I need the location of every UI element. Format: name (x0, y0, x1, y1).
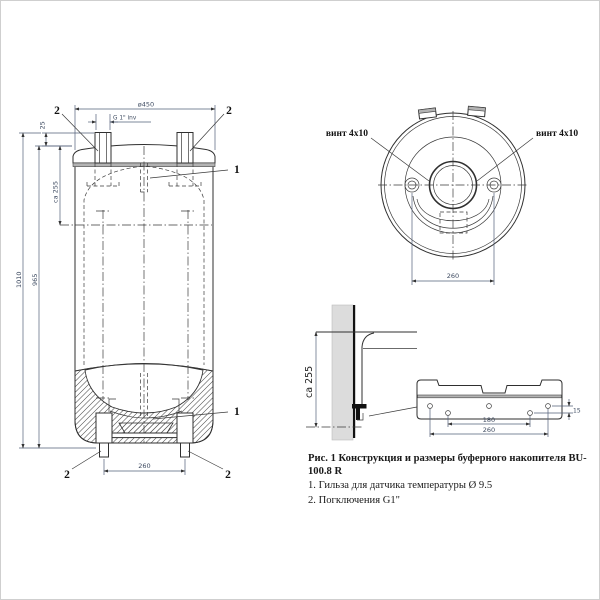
dim-hole-spacing-inner: 180 (447, 416, 531, 427)
front-view: ø450 G 1" inv 25 ca 255 1010 (15, 101, 240, 482)
screw-label-right: винт 4x10 (536, 129, 578, 139)
bracket-hole (486, 403, 492, 409)
dim-hole-row-offset-label: 15 (573, 408, 581, 415)
dim-thread-label: G 1" inv (113, 116, 137, 122)
caption-item-2: 2. Погключения G1" (308, 495, 400, 507)
callout-2-top-left: 2 (54, 105, 60, 117)
pipe-centerline-right (181, 210, 195, 400)
callout-2-top-right: 2 (226, 105, 232, 117)
callout-1-bottom: 1 (234, 406, 240, 418)
dim-screw-spacing-label: 260 (447, 272, 459, 280)
bottom-connection-left (95, 398, 116, 458)
dim-offset-top: 25 (39, 121, 94, 147)
dim-hole-spacing-outer: 260 (429, 409, 549, 437)
crosshair-centerlines (378, 111, 528, 262)
dim-diameter-label: ø450 (138, 101, 154, 109)
dashed-square-port (439, 211, 468, 234)
dim-mount-height: ca 255 (304, 331, 318, 428)
mounting-tab-right (467, 105, 486, 118)
dim-bottom-spacing-label: 260 (138, 462, 150, 470)
inner-vessel-dashed (83, 165, 205, 365)
bracket-hole (545, 403, 551, 409)
dim-bottom-spacing: 260 (103, 459, 186, 475)
dim-hole-spacing-outer-label: 260 (483, 426, 495, 434)
dim-sensor-depth: ca 255 (52, 145, 62, 226)
dim-hole-spacing-inner-label: 180 (483, 416, 495, 424)
figure-caption: Рис. 1 Конструкция и размеры буферного н… (308, 452, 594, 508)
side-mount-view: ca 255 15 180 (304, 304, 581, 441)
wall-bar (331, 304, 354, 441)
bracket-leader (368, 406, 418, 417)
dim-mount-height-label: ca 255 (304, 366, 315, 398)
caption-title: Рис. 1 Конструкция и размеры буферного н… (308, 453, 587, 478)
tank-corner-profile (361, 332, 375, 404)
bracket-hole (445, 410, 451, 416)
top-view: винт 4x10 винт 4x10 260 (326, 105, 578, 285)
dim-height-total-label: 1010 (15, 271, 23, 288)
dim-sensor-depth-label: ca 255 (52, 181, 60, 203)
wall-edge-line (353, 305, 356, 438)
callout-2-bottom-left: 2 (64, 469, 70, 481)
callouts-front: 2 2 1 1 2 2 (54, 105, 240, 481)
sensor-well-bottom (140, 373, 148, 418)
callout-2-bottom-right: 2 (225, 469, 231, 481)
sensor-well-top (140, 163, 148, 193)
bracket-hole (527, 410, 533, 416)
bracket-hole (427, 403, 433, 409)
top-fitting-right (168, 132, 202, 187)
callout-1-top: 1 (234, 164, 240, 176)
inner-bottom-dome (84, 363, 204, 414)
dim-thread: G 1" inv (88, 114, 151, 130)
bottom-connection-right (172, 398, 194, 458)
mounting-tab-left (417, 107, 437, 120)
pipe-centerline-left (96, 210, 110, 400)
dim-height-total: 1010 (15, 132, 96, 449)
bracket-plate (416, 379, 563, 420)
screw-label-left: винт 4x10 (326, 129, 368, 139)
dim-height-body: 965 (31, 145, 72, 449)
dim-screw-spacing: 260 (411, 193, 495, 285)
dim-offset-top-label: 25 (39, 121, 47, 129)
wall-hook (352, 404, 367, 421)
dim-height-body-label: 965 (31, 274, 39, 286)
dim-hole-row-offset: 15 (534, 399, 581, 420)
top-fitting-left (86, 132, 120, 187)
caption-item-1: 1. Гильза для датчика температуры Ø 9.5 (308, 480, 493, 492)
